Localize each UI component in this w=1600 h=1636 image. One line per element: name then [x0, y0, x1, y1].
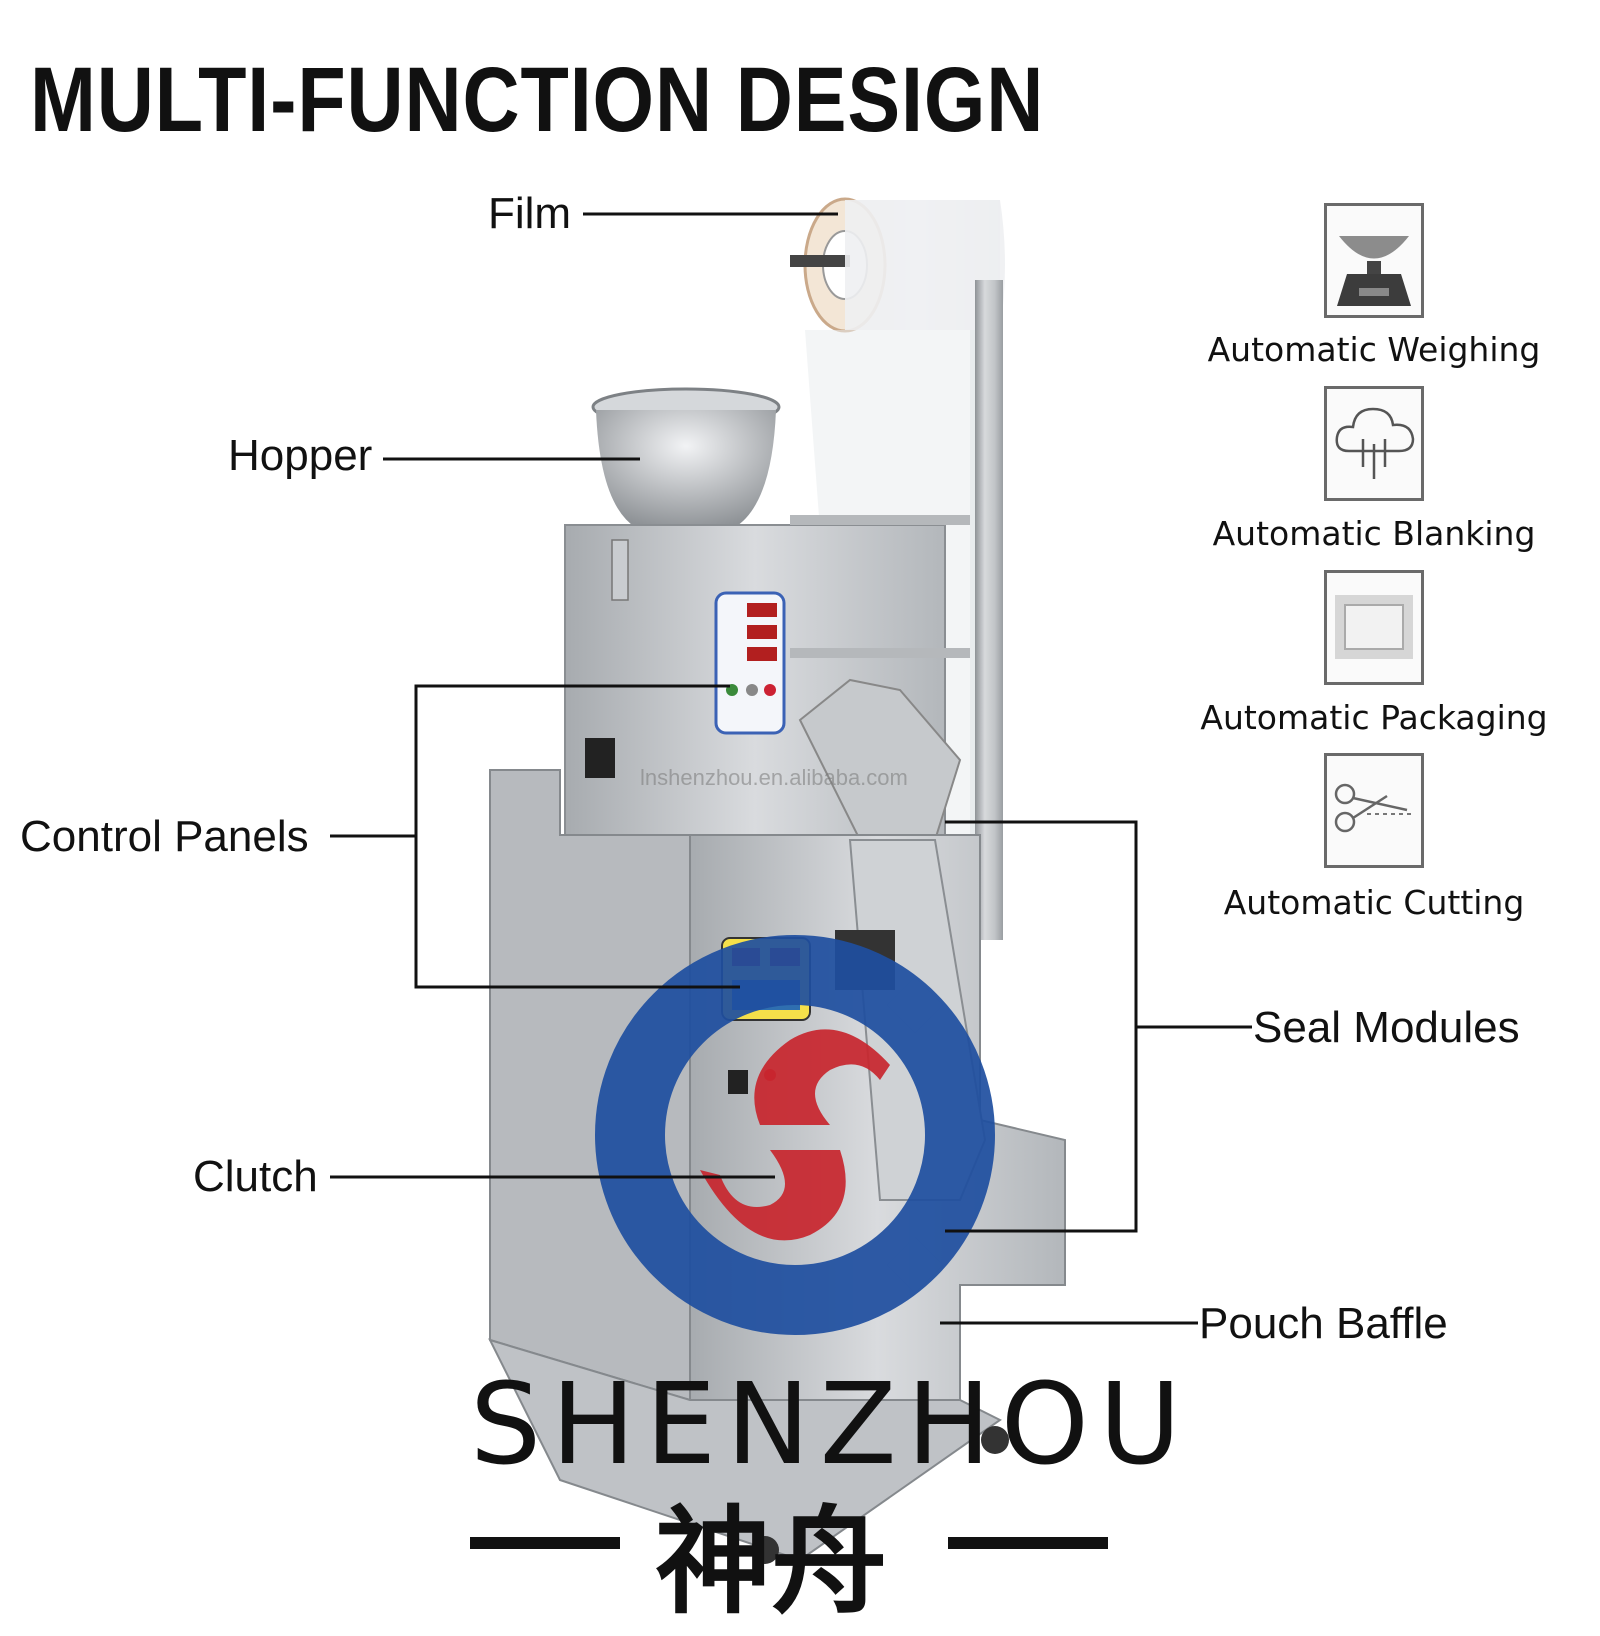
package-frame-icon — [1335, 595, 1413, 659]
brand-rule-left — [470, 1537, 620, 1549]
cloud-rain-icon — [1335, 407, 1415, 479]
feature-box-cutting — [1324, 753, 1424, 868]
callout-control-panels: Control Panels — [20, 812, 309, 861]
product-infographic: MULTI-FUNCTION DESIGN — [20, 49, 1548, 1630]
callout-clutch: Clutch — [193, 1152, 318, 1201]
callout-hopper: Hopper — [228, 431, 373, 480]
brand-name-en: SHENZHOU — [470, 1360, 1191, 1490]
feature-label-weighing: Automatic Weighing — [1207, 330, 1541, 369]
feature-box-packaging — [1324, 570, 1424, 685]
feature-box-weighing — [1324, 203, 1424, 318]
scissors-icon — [1334, 783, 1415, 833]
callout-pouch-baffle: Pouch Baffle — [1199, 1299, 1448, 1348]
page-title: MULTI-FUNCTION DESIGN — [30, 49, 1045, 151]
watermark-url: lnshenzhou.en.alibaba.com — [640, 765, 908, 790]
film-post — [975, 280, 1003, 940]
feature-box-blanking — [1324, 386, 1424, 501]
feature-label-blanking: Automatic Blanking — [1212, 514, 1536, 553]
callout-film: Film — [488, 189, 572, 238]
scale-icon — [1337, 236, 1411, 306]
callout-leader-lines — [330, 212, 1252, 1325]
brand-name-cn: 神舟 — [655, 1495, 887, 1630]
packing-machine-illustration — [330, 197, 1252, 1564]
weighing-unit — [564, 515, 970, 841]
shenzhou-logo-mark — [595, 935, 995, 1335]
feature-label-cutting: Automatic Cutting — [1223, 883, 1525, 922]
callout-seal-modules: Seal Modules — [1253, 1003, 1520, 1052]
feature-label-packaging: Automatic Packaging — [1200, 698, 1548, 737]
brand-rule-right — [948, 1537, 1108, 1549]
